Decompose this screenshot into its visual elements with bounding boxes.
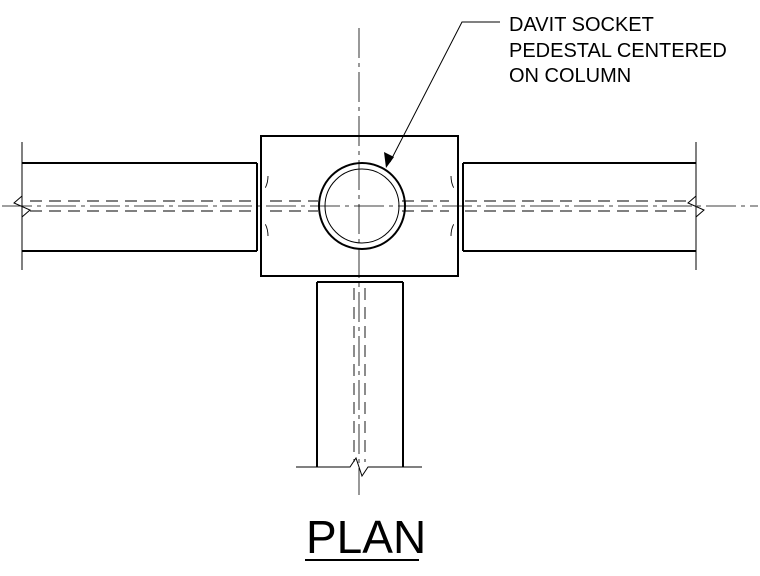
column [296,281,422,478]
callout-line-1: DAVIT SOCKET [509,14,654,36]
davit-socket [318,162,406,250]
right-beam [462,142,705,270]
view-title: PLAN [306,511,426,563]
callout-line-3: ON COLUMN [509,65,631,87]
pedestal-plate [260,135,459,277]
left-beam [13,142,258,270]
callout-line-2: PEDESTAL CENTERED [509,40,727,62]
callout-leader [384,21,500,168]
